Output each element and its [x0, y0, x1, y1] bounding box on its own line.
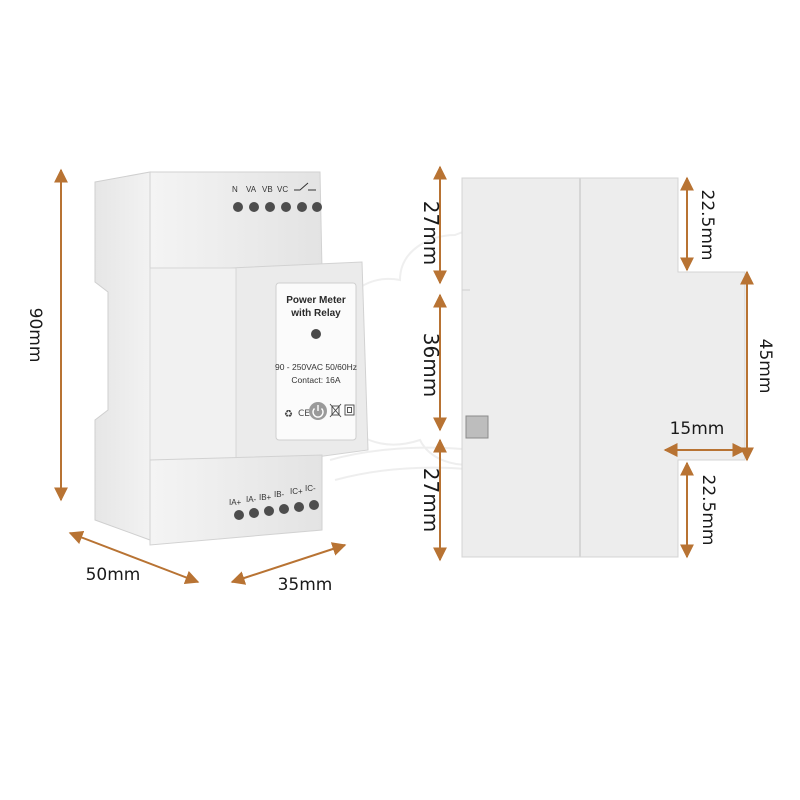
terminal-screw [312, 202, 322, 212]
terminal-screw [264, 506, 274, 516]
width-arrow [230, 542, 347, 585]
terminal-label-ib-plus: IB+ [259, 493, 272, 502]
terminal-label-ia-plus: IA+ [229, 498, 242, 507]
side-bottom-label: 27mm [419, 468, 443, 532]
terminal-screw [233, 202, 243, 212]
relay-switch-icon [294, 182, 316, 191]
terminal-screw [279, 504, 289, 514]
terminal-screw [294, 502, 304, 512]
terminal-screw [265, 202, 275, 212]
terminal-label-va: VA [246, 185, 257, 194]
status-led-icon [311, 329, 321, 339]
height-label: 90mm [25, 308, 45, 363]
profile-bottom-label: 22.5mm [698, 475, 718, 546]
dimension-lines [54, 165, 754, 585]
plate-title-line2: with Relay [290, 308, 341, 319]
recycle-icon: ♻ [284, 409, 293, 420]
terminal-screw [234, 510, 244, 520]
terminal-label-ic-plus: IC+ [290, 487, 303, 496]
din-clip [465, 415, 489, 439]
plate-spec-voltage: 90 - 250VAC 50/60Hz [275, 362, 357, 372]
power-button-icon[interactable] [309, 402, 327, 420]
ce-mark-icon: CE [298, 409, 310, 419]
terminal-label-vb: VB [262, 185, 273, 194]
width-label: 35mm [278, 575, 333, 595]
bottom-terminal-labels: IA+ IA- IB+ IB- IC+ IC- [229, 484, 316, 507]
plate-title-line1: Power Meter [286, 295, 346, 306]
weee-bin-icon [329, 403, 342, 418]
device-lower-front [149, 454, 323, 546]
profile-middle-label: 45mm [755, 339, 775, 394]
top-terminal-labels: N VA VB VC [232, 182, 316, 194]
terminal-screw [249, 508, 259, 518]
terminal-screw [297, 202, 307, 212]
double-insulation-icon [344, 404, 355, 416]
device-3d-view: N VA VB VC Power Meter with Relay 90 - 2… [94, 171, 369, 546]
terminal-label-ib-minus: IB- [274, 490, 285, 499]
terminal-screw [281, 202, 291, 212]
depth-label: 50mm [86, 565, 141, 585]
terminal-screw [309, 500, 319, 510]
device-left-side [94, 171, 151, 541]
device-side-profile [461, 177, 746, 558]
side-top-label: 27mm [419, 201, 443, 265]
depth-arrow [68, 530, 200, 585]
terminal-label-vc: VC [277, 185, 288, 194]
terminal-label-ic-minus: IC- [305, 484, 316, 493]
front-label-plate: Power Meter with Relay 90 - 250VAC 50/60… [275, 282, 357, 441]
plate-spec-contact: Contact: 16A [291, 375, 340, 385]
terminal-label-n: N [232, 185, 238, 194]
profile-top-label: 22.5mm [697, 190, 717, 261]
top-terminal-block [233, 202, 322, 212]
bottom-terminal-block [234, 500, 319, 520]
terminal-label-ia-minus: IA- [246, 495, 257, 504]
terminal-screw [249, 202, 259, 212]
profile-step-label: 15mm [670, 419, 725, 439]
side-middle-label: 36mm [419, 333, 443, 397]
